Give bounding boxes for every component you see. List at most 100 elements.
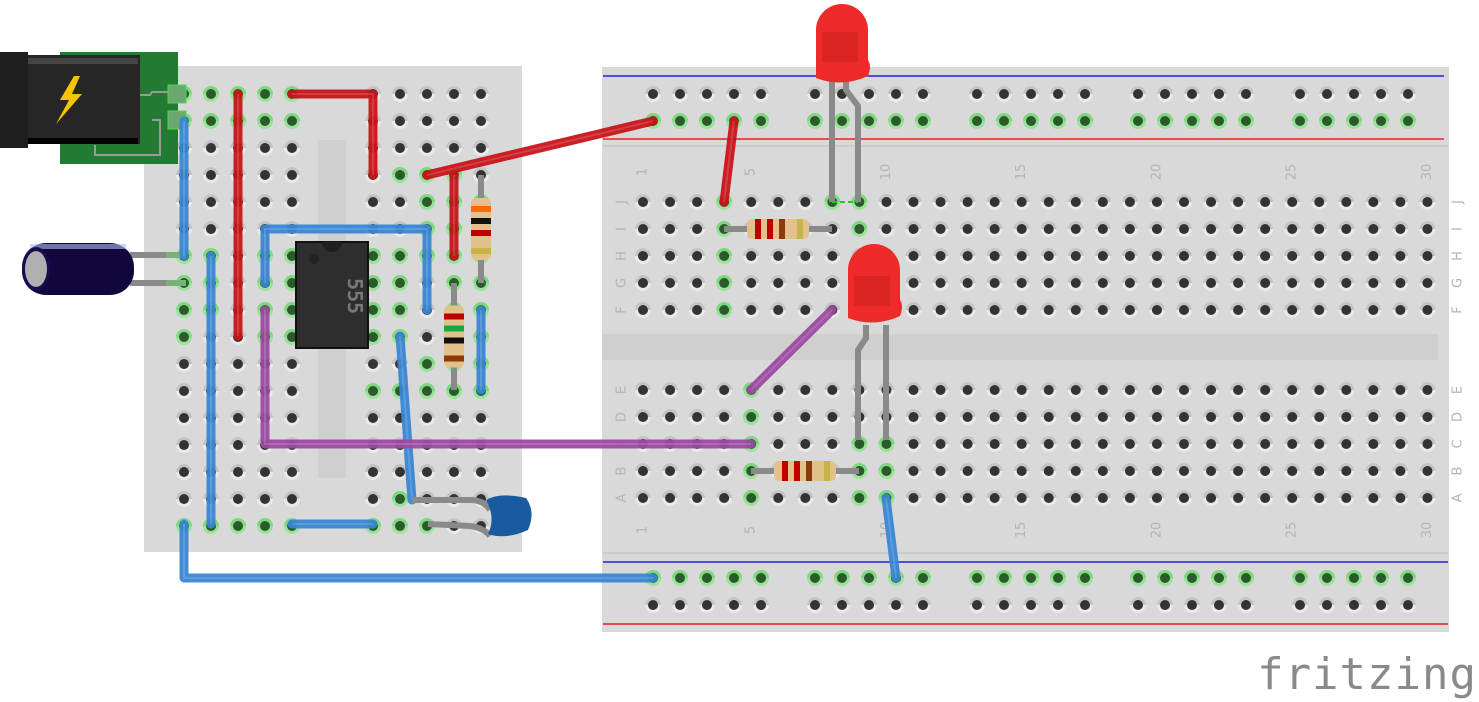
breadboard-hole[interactable] — [645, 597, 661, 613]
breadboard-hole[interactable] — [176, 302, 192, 318]
breadboard-hole[interactable] — [1067, 463, 1084, 479]
breadboard-hole[interactable] — [284, 140, 300, 156]
breadboard-hole[interactable] — [753, 86, 769, 102]
breadboard-hole[interactable] — [743, 409, 760, 425]
breadboard-hole[interactable] — [1023, 113, 1039, 129]
breadboard-hole[interactable] — [176, 410, 192, 426]
breadboard-hole[interactable] — [1050, 597, 1066, 613]
breadboard-hole[interactable] — [203, 140, 219, 156]
breadboard-hole[interactable] — [743, 194, 760, 210]
breadboard-hole[interactable] — [969, 570, 985, 586]
breadboard-hole[interactable] — [1013, 409, 1030, 425]
breadboard-hole[interactable] — [257, 167, 273, 183]
breadboard-hole[interactable] — [635, 409, 651, 425]
breadboard-hole[interactable] — [230, 356, 246, 372]
breadboard-hole[interactable] — [716, 275, 733, 291]
breadboard-hole[interactable] — [1419, 463, 1436, 479]
breadboard-hole[interactable] — [1094, 436, 1111, 452]
breadboard-hole[interactable] — [1067, 382, 1084, 398]
breadboard-hole[interactable] — [419, 464, 435, 480]
breadboard-hole[interactable] — [1419, 382, 1436, 398]
breadboard-hole[interactable] — [1311, 221, 1328, 237]
breadboard-hole[interactable] — [932, 221, 949, 237]
breadboard-hole[interactable] — [743, 275, 760, 291]
breadboard-hole[interactable] — [1230, 194, 1247, 210]
breadboard-hole[interactable] — [1148, 409, 1165, 425]
breadboard-hole[interactable] — [1338, 436, 1355, 452]
breadboard-hole[interactable] — [1365, 436, 1382, 452]
breadboard-hole[interactable] — [662, 194, 679, 210]
breadboard-hole[interactable] — [419, 410, 435, 426]
breadboard-hole[interactable] — [1121, 463, 1138, 479]
breadboard-hole[interactable] — [1130, 570, 1146, 586]
breadboard-hole[interactable] — [672, 86, 688, 102]
breadboard-hole[interactable] — [1157, 570, 1173, 586]
breadboard-hole[interactable] — [905, 382, 922, 398]
breadboard-hole[interactable] — [1094, 221, 1111, 237]
breadboard-hole[interactable] — [1121, 302, 1138, 318]
breadboard-hole[interactable] — [203, 221, 219, 237]
breadboard-hole[interactable] — [1176, 382, 1192, 398]
breadboard-hole[interactable] — [635, 490, 651, 506]
breadboard-hole[interactable] — [726, 597, 742, 613]
breadboard-hole[interactable] — [1176, 463, 1192, 479]
breadboard-hole[interactable] — [284, 464, 300, 480]
breadboard-hole[interactable] — [1338, 221, 1355, 237]
breadboard-hole[interactable] — [1094, 302, 1111, 318]
breadboard-hole[interactable] — [1365, 463, 1382, 479]
breadboard-hole[interactable] — [1400, 113, 1416, 129]
breadboard-hole[interactable] — [1040, 194, 1057, 210]
breadboard-hole[interactable] — [473, 113, 489, 129]
breadboard-hole[interactable] — [689, 275, 706, 291]
breadboard-hole[interactable] — [797, 194, 814, 210]
breadboard-hole[interactable] — [834, 570, 850, 586]
breadboard-hole[interactable] — [1257, 275, 1274, 291]
breadboard-hole[interactable] — [1365, 248, 1382, 264]
breadboard-hole[interactable] — [770, 436, 787, 452]
breadboard-hole[interactable] — [365, 356, 381, 372]
breadboard-hole[interactable] — [996, 597, 1012, 613]
breadboard-hole[interactable] — [1121, 275, 1138, 291]
breadboard-hole[interactable] — [1284, 302, 1301, 318]
breadboard-hole[interactable] — [1013, 490, 1030, 506]
breadboard-hole[interactable] — [1184, 113, 1200, 129]
breadboard-hole[interactable] — [861, 86, 877, 102]
breadboard-hole[interactable] — [905, 221, 922, 237]
breadboard-hole[interactable] — [176, 329, 192, 345]
breadboard-hole[interactable] — [392, 248, 408, 264]
breadboard-hole[interactable] — [662, 463, 679, 479]
breadboard-hole[interactable] — [969, 597, 985, 613]
breadboard-hole[interactable] — [824, 436, 841, 452]
breadboard-hole[interactable] — [1077, 86, 1093, 102]
breadboard-hole[interactable] — [1365, 382, 1382, 398]
breadboard-hole[interactable] — [1292, 86, 1308, 102]
breadboard-hole[interactable] — [1311, 409, 1328, 425]
breadboard-hole[interactable] — [1094, 248, 1111, 264]
breadboard-hole[interactable] — [1338, 302, 1355, 318]
breadboard-hole[interactable] — [257, 140, 273, 156]
breadboard-hole[interactable] — [1050, 570, 1066, 586]
breadboard-hole[interactable] — [1319, 597, 1335, 613]
breadboard-hole[interactable] — [1284, 275, 1301, 291]
breadboard-hole[interactable] — [662, 302, 679, 318]
breadboard-hole[interactable] — [1400, 570, 1416, 586]
breadboard-hole[interactable] — [770, 194, 787, 210]
breadboard-hole[interactable] — [230, 491, 246, 507]
breadboard-hole[interactable] — [230, 410, 246, 426]
breadboard-hole[interactable] — [905, 490, 922, 506]
breadboard-hole[interactable] — [1094, 194, 1111, 210]
breadboard-hole[interactable] — [932, 275, 949, 291]
breadboard-hole[interactable] — [1392, 248, 1409, 264]
breadboard-hole[interactable] — [932, 436, 949, 452]
breadboard-hole[interactable] — [1077, 113, 1093, 129]
breadboard-hole[interactable] — [419, 86, 435, 102]
breadboard-hole[interactable] — [419, 113, 435, 129]
breadboard-hole[interactable] — [1284, 221, 1301, 237]
breadboard-hole[interactable] — [1176, 490, 1192, 506]
breadboard-hole[interactable] — [716, 409, 733, 425]
breadboard-hole[interactable] — [932, 409, 949, 425]
breadboard-hole[interactable] — [1365, 194, 1382, 210]
breadboard-hole[interactable] — [284, 167, 300, 183]
breadboard-hole[interactable] — [1373, 597, 1389, 613]
breadboard-hole[interactable] — [257, 464, 273, 480]
